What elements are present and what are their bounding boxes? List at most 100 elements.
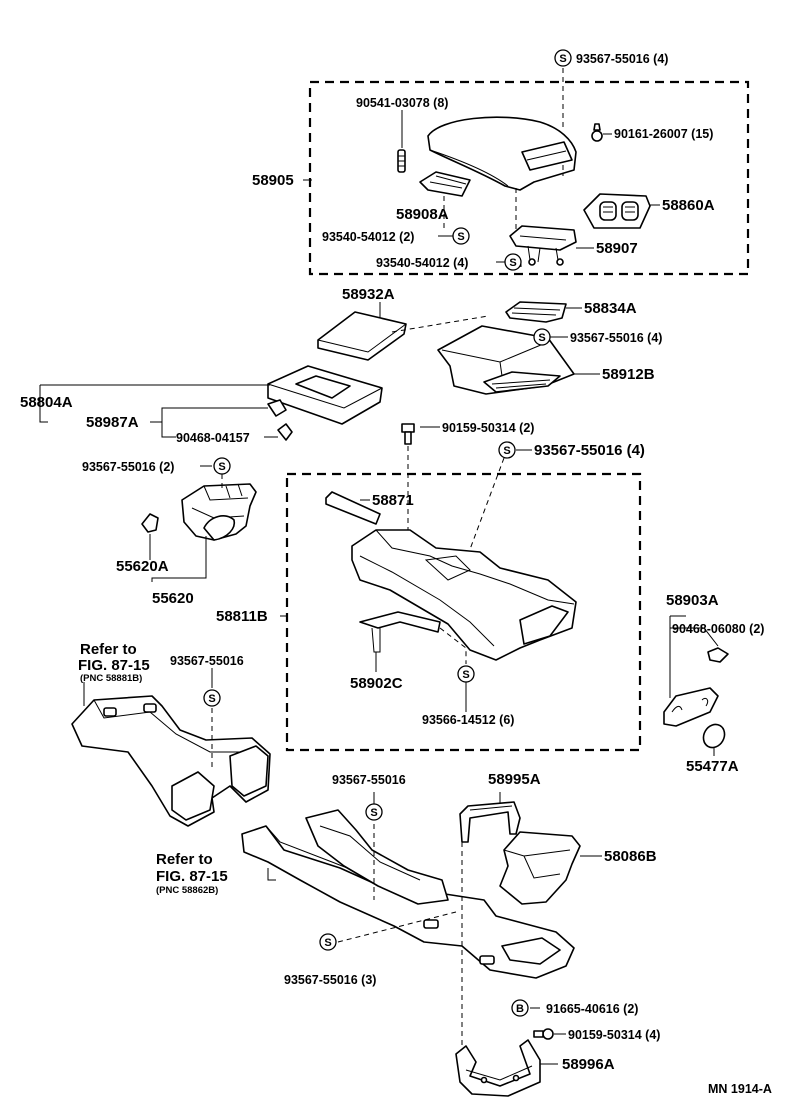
- label-58804A: 58804A: [20, 394, 73, 411]
- label-ref2-line3: (PNC 58862B): [156, 885, 218, 896]
- s-symbol-mid: S: [533, 328, 551, 346]
- duct-55620: [181, 483, 257, 541]
- svg-text:S: S: [370, 807, 377, 819]
- dash-line-93567-low: [465, 457, 505, 561]
- s-symbol-93566: S: [457, 665, 475, 683]
- clip-55620A: [141, 513, 159, 533]
- grommet-55477A: [702, 723, 726, 749]
- armrest-lid-58905: [427, 116, 577, 191]
- label-58912B: 58912B: [602, 366, 655, 383]
- strip-58871: [325, 491, 381, 525]
- leader-58804A: [39, 384, 270, 423]
- dash-line-93567-3: [337, 911, 457, 943]
- label-58086B: 58086B: [604, 848, 657, 865]
- clip-90468-04157: [277, 423, 293, 441]
- svg-text:S: S: [324, 937, 331, 949]
- leader-ref2: [267, 868, 276, 881]
- svg-text:S: S: [462, 669, 469, 681]
- label-58995A: 58995A: [488, 771, 541, 788]
- dash-line-58932A-58912B: [391, 315, 489, 333]
- label-ref2-line2: FIG. 87-15: [156, 868, 228, 885]
- footer-code: MN 1914-A: [708, 1082, 772, 1096]
- s-symbol-93540-2: S: [452, 227, 470, 245]
- s-symbol-93540-4: S: [504, 253, 522, 271]
- dash-line-58902C: [439, 627, 467, 664]
- bracket-58907: [509, 225, 577, 266]
- label-58996A: 58996A: [562, 1056, 615, 1073]
- label-ref1-line3: (PNC 58881B): [80, 673, 142, 684]
- console-58811B: [351, 529, 577, 661]
- svg-text:S: S: [509, 257, 516, 269]
- label-90468-04157: 90468-04157: [176, 431, 250, 445]
- label-93566-14512: 93566-14512 (6): [422, 713, 514, 727]
- panel-58804A: [267, 365, 383, 425]
- label-90468-06080: 90468-06080 (2): [672, 622, 764, 636]
- label-93540-54012-4: 93540-54012 (4): [376, 256, 468, 270]
- label-58987A: 58987A: [86, 414, 139, 431]
- label-ref1-line1: Refer to: [80, 641, 137, 658]
- label-93540-54012-2: 93540-54012 (2): [322, 230, 414, 244]
- label-93567-55016-4-mid: 93567-55016 (4): [570, 331, 662, 345]
- panel-58903A: [663, 687, 719, 727]
- label-58871: 58871: [372, 492, 414, 509]
- clip-58987A: [267, 399, 287, 417]
- label-93567-55016-3: 93567-55016 (3): [284, 973, 376, 987]
- leader-58987A: [150, 407, 268, 438]
- label-ref2-line1: Refer to: [156, 851, 213, 868]
- svg-text:S: S: [218, 461, 225, 473]
- bolt-90161-26007: [591, 123, 603, 142]
- hinge-58908A: [419, 171, 471, 197]
- s-symbol-top: S: [554, 49, 572, 67]
- leader-58903A: [669, 615, 719, 698]
- label-93567-55016-2: 93567-55016 (2): [82, 460, 174, 474]
- pad-58932A: [317, 311, 407, 361]
- label-ref1-line2: FIG. 87-15: [78, 657, 150, 674]
- leader-55620: [151, 536, 207, 582]
- bracket-58996A: [455, 1039, 541, 1097]
- bolt-90159-50314: [401, 423, 415, 445]
- s-symbol-low: S: [498, 441, 516, 459]
- floor-duct: [241, 809, 575, 979]
- s-symbol-93567-3: S: [319, 933, 337, 951]
- label-55477A: 55477A: [686, 758, 739, 775]
- label-58860A: 58860A: [662, 197, 715, 214]
- vent-58860A: [583, 193, 651, 229]
- rear-duct-left: [71, 695, 271, 827]
- label-90159-50314-4: 90159-50314 (4): [568, 1028, 660, 1042]
- bracket-58902C: [359, 611, 441, 653]
- clip-90468-06080: [707, 647, 729, 663]
- label-58834A: 58834A: [584, 300, 637, 317]
- label-55620A: 55620A: [116, 558, 169, 575]
- s-symbol-left-duct: S: [203, 689, 221, 707]
- label-58907: 58907: [596, 240, 638, 257]
- s-symbol-floor-duct: S: [365, 803, 383, 821]
- svg-text:B: B: [516, 1003, 524, 1015]
- label-58932A: 58932A: [342, 286, 395, 303]
- label-58905: 58905: [252, 172, 294, 189]
- svg-text:S: S: [538, 332, 545, 344]
- label-91665-40616: 91665-40616 (2): [546, 1002, 638, 1016]
- label-93567-55016-4-low: 93567-55016 (4): [534, 442, 645, 459]
- svg-text:S: S: [208, 693, 215, 705]
- label-58811B: 58811B: [216, 608, 268, 625]
- label-93567-55016-a: 93567-55016: [170, 654, 244, 668]
- bolt-90159-50314-4: [533, 1028, 554, 1040]
- label-58902C: 58902C: [350, 675, 403, 692]
- bracket-58995A: [459, 801, 521, 843]
- label-90161-26007: 90161-26007 (15): [614, 127, 713, 141]
- label-90541-03078: 90541-03078 (8): [356, 96, 448, 110]
- label-55620: 55620: [152, 590, 194, 607]
- label-93567-55016-4-top: 93567-55016 (4): [576, 52, 668, 66]
- svg-text:S: S: [559, 53, 566, 65]
- label-58908A: 58908A: [396, 206, 449, 223]
- screw-90541-03078: [397, 149, 406, 173]
- label-58903A: 58903A: [666, 592, 719, 609]
- armrest-group-box: [308, 80, 750, 276]
- console-box-58912B: [437, 325, 575, 395]
- svg-text:S: S: [457, 231, 464, 243]
- b-symbol-91665: B: [511, 999, 529, 1017]
- s-symbol-93567-2: S: [213, 457, 231, 475]
- mat-58834A: [505, 301, 567, 323]
- duct-58086B: [499, 831, 581, 905]
